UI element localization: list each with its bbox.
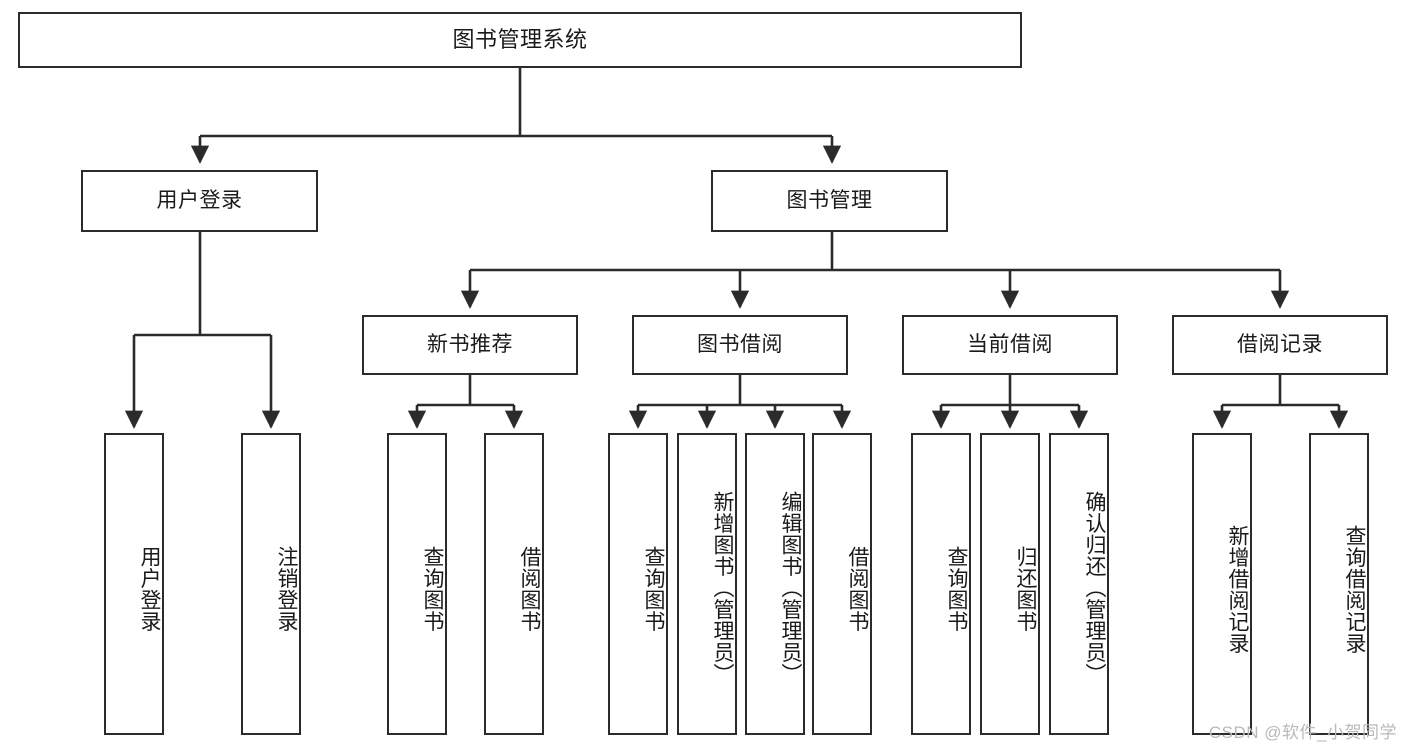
node-root-system[interactable]: 图书管理系统	[18, 12, 1022, 68]
node-borrow-record[interactable]: 借阅记录	[1172, 315, 1388, 375]
node-leaf-return-book[interactable]: 归还图书	[980, 433, 1040, 735]
node-leaf-edit-book[interactable]: 编辑图书（管理员）	[745, 433, 805, 735]
node-label: 归还图书	[1014, 546, 1037, 632]
node-label: 查询图书	[642, 546, 665, 632]
node-user-login[interactable]: 用户登录	[81, 170, 318, 232]
node-label: 新增图书（管理员）	[711, 491, 734, 685]
node-label: 确认归还（管理员）	[1083, 491, 1106, 685]
node-label: 查询图书	[421, 546, 444, 632]
node-leaf-borrow-book-2[interactable]: 借阅图书	[812, 433, 872, 735]
node-label: 注销登录	[275, 546, 298, 632]
node-label: 借阅图书	[518, 546, 541, 632]
node-label: 新书推荐	[427, 333, 513, 357]
node-label: 查询借阅记录	[1343, 524, 1366, 654]
node-leaf-borrow-book-1[interactable]: 借阅图书	[484, 433, 544, 735]
node-label: 用户登录	[156, 189, 243, 213]
node-leaf-logout-login[interactable]: 注销登录	[241, 433, 301, 735]
node-label: 用户登录	[138, 546, 161, 632]
node-leaf-query-book-2[interactable]: 查询图书	[608, 433, 668, 735]
node-label: 查询图书	[945, 546, 968, 632]
node-label: 图书借阅	[697, 333, 783, 357]
node-leaf-user-login[interactable]: 用户登录	[104, 433, 164, 735]
node-label: 编辑图书（管理员）	[779, 491, 802, 685]
node-label: 图书管理系统	[452, 26, 588, 52]
watermark-text: CSDN @软件_小贺同学	[1208, 723, 1397, 742]
node-book-manage[interactable]: 图书管理	[711, 170, 948, 232]
node-current-borrow[interactable]: 当前借阅	[902, 315, 1118, 375]
node-new-book-recommend[interactable]: 新书推荐	[362, 315, 578, 375]
node-label: 新增借阅记录	[1226, 524, 1249, 654]
node-leaf-add-book[interactable]: 新增图书（管理员）	[677, 433, 737, 735]
node-leaf-query-book-3[interactable]: 查询图书	[911, 433, 971, 735]
node-leaf-add-record[interactable]: 新增借阅记录	[1192, 433, 1252, 735]
node-label: 借阅记录	[1237, 333, 1323, 357]
node-leaf-query-record[interactable]: 查询借阅记录	[1309, 433, 1369, 735]
node-label: 借阅图书	[846, 546, 869, 632]
node-leaf-query-book-1[interactable]: 查询图书	[387, 433, 447, 735]
node-label: 图书管理	[786, 189, 873, 213]
node-label: 当前借阅	[967, 333, 1053, 357]
node-book-borrow[interactable]: 图书借阅	[632, 315, 848, 375]
node-leaf-confirm-return[interactable]: 确认归还（管理员）	[1049, 433, 1109, 735]
